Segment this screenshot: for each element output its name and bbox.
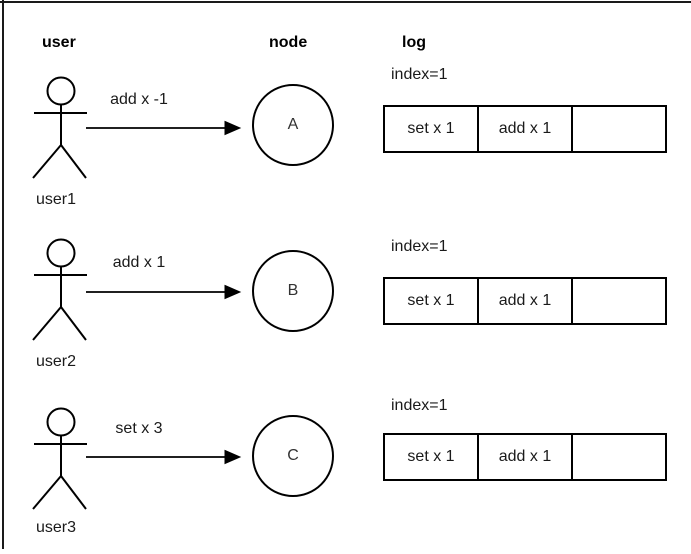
arrow-icon (86, 284, 242, 300)
log-table: set x 1 add x 1 (383, 105, 667, 153)
log-cell: set x 1 (385, 107, 479, 151)
page-border-left (2, 0, 4, 549)
message-label: set x 3 (115, 420, 163, 437)
column-header-log: log (402, 34, 426, 51)
log-index-label: index=1 (391, 238, 448, 255)
log-index-label: index=1 (391, 66, 448, 83)
column-header-user: user (42, 34, 76, 51)
actor-label: user1 (36, 191, 77, 208)
node-circle: B (252, 250, 334, 332)
node-circle: A (252, 84, 334, 166)
log-table: set x 1 add x 1 (383, 277, 667, 325)
actor-label: user3 (36, 519, 77, 536)
stick-figure-icon (32, 238, 87, 341)
node-circle: C (252, 415, 334, 497)
arrow-icon (86, 120, 242, 136)
log-cell (573, 279, 665, 323)
stick-figure-icon (32, 407, 87, 510)
log-cell: add x 1 (479, 279, 573, 323)
log-cell: set x 1 (385, 279, 479, 323)
message-label: add x 1 (112, 254, 166, 271)
log-table: set x 1 add x 1 (383, 433, 667, 481)
stick-figure-icon (32, 76, 87, 179)
arrow-icon (86, 449, 242, 465)
log-index-label: index=1 (391, 397, 448, 414)
column-header-node: node (269, 34, 308, 51)
actor-label: user2 (36, 353, 77, 370)
message-label: add x -1 (110, 91, 168, 108)
log-cell: set x 1 (385, 435, 479, 479)
log-cell (573, 107, 665, 151)
page-border-top (0, 1, 691, 3)
log-cell: add x 1 (479, 107, 573, 151)
log-cell: add x 1 (479, 435, 573, 479)
log-cell (573, 435, 665, 479)
